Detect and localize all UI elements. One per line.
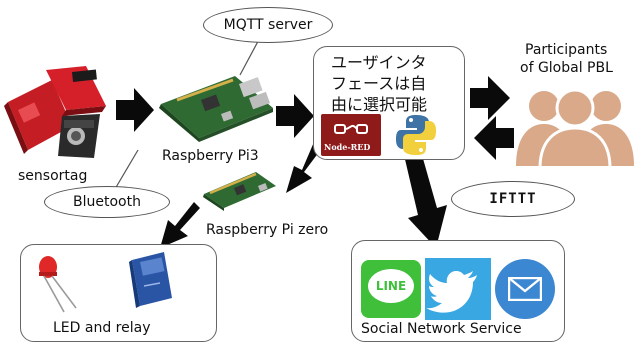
arrow-interface-to-participants — [470, 76, 510, 120]
participants-people-icon — [516, 88, 634, 166]
bluetooth-callout: Bluetooth — [44, 186, 170, 218]
raspberry-pi3-board-image — [159, 76, 273, 142]
arrow-pizero-to-led — [160, 202, 200, 248]
arrow-interface-to-pizero — [286, 142, 322, 193]
line-logo-text: LINE — [375, 279, 407, 293]
node-red-label: Node-RED — [324, 142, 371, 152]
raspberry-pi3-label: Raspberry Pi3 — [162, 148, 259, 164]
relay-module-icon — [129, 252, 172, 308]
mail-envelope-glyph — [508, 277, 542, 301]
arrow-sensortag-to-pi3 — [116, 88, 154, 132]
arrow-participants-to-interface — [474, 116, 514, 160]
twitter-bird-glyph — [426, 271, 477, 313]
ifttt-logo: IFTTT — [489, 191, 537, 207]
ui-text-line-3: 由に選択可能 — [331, 95, 428, 114]
ifttt-callout: IFTTT — [451, 181, 575, 217]
participants-label-line2: of Global PBL — [520, 60, 613, 76]
node-red-flow-glyph — [334, 124, 368, 134]
ui-text-line-1: ユーザインタ — [331, 53, 427, 72]
twitter-bird-icon — [425, 258, 491, 320]
user-interface-text: ユーザインタ フェースは自 由に選択可能 — [331, 52, 427, 115]
arrow-pi3-to-interface — [276, 94, 314, 138]
python-icon — [396, 115, 436, 155]
raspberry-pi-zero-board-image — [203, 172, 276, 211]
line-speech-bubble: LINE — [368, 269, 414, 303]
raspberry-pi-zero-label: Raspberry Pi zero — [206, 222, 329, 238]
led-relay-label: LED and relay — [53, 320, 151, 336]
sensortag-device-image — [4, 66, 106, 158]
mqtt-server-label: MQTT server — [223, 17, 313, 33]
arrow-interface-to-sns — [404, 148, 447, 248]
ui-text-line-2: フェースは自 — [331, 74, 427, 93]
participants-label-line1: Participants — [525, 42, 608, 58]
mqtt-server-callout: MQTT server — [203, 7, 333, 43]
line-icon: LINE — [361, 260, 421, 318]
mail-envelope-icon — [495, 259, 555, 319]
social-network-label: Social Network Service — [361, 321, 522, 337]
bluetooth-label: Bluetooth — [73, 194, 141, 210]
node-red-icon: Node-RED — [321, 114, 381, 156]
sensortag-label: sensortag — [18, 168, 88, 184]
led-icon — [39, 256, 77, 313]
